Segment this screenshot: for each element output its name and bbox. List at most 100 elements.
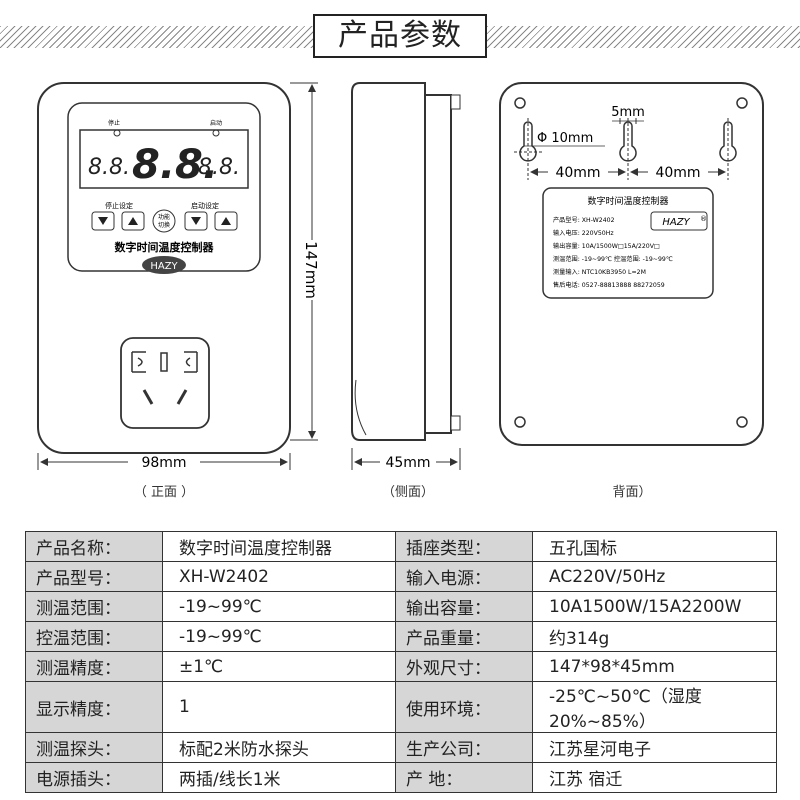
side-body-outline: [351, 82, 426, 441]
spec-key: 电源插头：: [25, 762, 163, 793]
caption-front: （ 正面 ）: [133, 485, 195, 500]
dim-depth: 45mm: [385, 455, 430, 471]
down-arrow-icon: [98, 217, 108, 225]
back-brand-text: HAZY: [662, 217, 690, 228]
led-stop-indicator: [113, 129, 121, 137]
spec-value: 五孔国标: [532, 531, 777, 562]
page-title: 产品参数: [313, 14, 487, 58]
side-tab-bottom: [450, 415, 461, 431]
spec-value: ±1℃: [162, 651, 396, 682]
led-label-start: 启动: [210, 119, 222, 127]
function-switch-label-2: 切换: [158, 221, 170, 229]
display-digits-right: 8.8.: [198, 155, 240, 180]
screw-hole: [514, 97, 526, 109]
screw-hole: [736, 97, 748, 109]
back-label-title: 数字时间温度控制器: [587, 195, 668, 207]
back-label-line: 售后电话: 0527-88813888 88272059: [553, 281, 665, 289]
spec-value: -25℃~50℃（湿度20%~85%）: [532, 681, 777, 733]
spec-value: -19~99℃: [162, 621, 396, 652]
spec-key: 产品重量：: [395, 621, 533, 652]
spec-value: XH-W2402: [162, 561, 396, 592]
socket-ground-slot-icon: [160, 352, 168, 372]
function-switch-button: [152, 209, 176, 233]
back-label-line: 输出容量: 10A/1500W□15A/220V□: [553, 242, 660, 250]
spec-key: 测温探头：: [25, 732, 163, 763]
spec-value: 标配2米防水探头: [162, 732, 396, 763]
down-arrow-icon: [191, 217, 201, 225]
back-view: Φ 10mm 5mm 40mm 40mm 数字时间温度控制器 HAZY ® 产品…: [499, 82, 764, 446]
up-arrow-icon: [221, 217, 231, 225]
socket-pin-right-icon: [176, 389, 188, 405]
back-label-line: 输入电压: 220V50Hz: [553, 229, 614, 237]
svg-text:®: ®: [700, 215, 707, 223]
back-label-line: 产品型号: XH-W2402: [553, 216, 615, 224]
side-tab-top: [450, 94, 461, 110]
spec-value: 江苏星河电子: [532, 732, 777, 763]
spec-key: 控温范围：: [25, 621, 163, 652]
caption-back: 背面）: [612, 485, 652, 500]
spec-key: 测温精度：: [25, 651, 163, 682]
up-arrow-icon: [128, 217, 138, 225]
display-digits-main: 8.8.: [132, 142, 218, 188]
dim-width: 98mm: [141, 455, 186, 471]
spec-key: 输出容量：: [395, 591, 533, 622]
stop-setting-label: 停止设定: [105, 201, 133, 210]
spec-key: 生产公司：: [395, 732, 533, 763]
spec-row: 电源插头：两插/线长1米产 地：江苏 宿迁: [25, 762, 777, 793]
spec-key: 外观尺寸：: [395, 651, 533, 682]
side-back-plate: [424, 94, 452, 434]
spec-key: 产 地：: [395, 762, 533, 793]
spec-key: 输入电源：: [395, 561, 533, 592]
front-view: 停止 启动 8.8. 8.8. 8.8. 停止设定 启动设定 功能 切换 数字时…: [37, 82, 320, 471]
dim-hole: Φ 10mm: [537, 131, 593, 146]
spec-key: 产品名称：: [25, 531, 163, 562]
led-label-stop: 停止: [108, 119, 120, 127]
screw-hole: [514, 416, 526, 428]
spec-key: 测温范围：: [25, 591, 163, 622]
caption-side: （侧面）: [381, 485, 434, 500]
spec-row: 测温探头：标配2米防水探头生产公司：江苏星河电子: [25, 732, 777, 763]
header-hatch-left: [0, 26, 313, 48]
socket-slot-right-icon: [184, 351, 198, 373]
spec-value: 1: [162, 681, 396, 733]
spec-key: 使用环境：: [395, 681, 533, 733]
lcd-display: [79, 129, 249, 189]
keyhole-slot-right: [719, 121, 737, 162]
socket-pin-left-icon: [142, 389, 154, 405]
dim-right-spacing: 40mm: [655, 165, 700, 181]
back-brand-box: [650, 211, 708, 231]
screw-hole: [736, 416, 748, 428]
spec-value: 147*98*45mm: [532, 651, 777, 682]
brand-logo-text: HAZY: [150, 261, 178, 272]
spec-value: -19~99℃: [162, 591, 396, 622]
spec-row: 产品名称：数字时间温度控制器插座类型：五孔国标: [25, 531, 777, 562]
spec-value: 数字时间温度控制器: [162, 531, 396, 562]
dim-height: 147mm: [302, 241, 320, 299]
spec-value: 约314g: [532, 621, 777, 652]
back-label-line: 测温范围: -19~99℃ 控温范围: -19~99℃: [553, 255, 673, 263]
spec-key: 插座类型：: [395, 531, 533, 562]
front-product-name: 数字时间温度控制器: [115, 240, 215, 254]
display-digits-left: 8.8.: [88, 155, 130, 180]
function-switch-label-1: 功能: [158, 213, 170, 221]
spec-value: 10A1500W/15A2200W: [532, 591, 777, 622]
header-hatch-right: [487, 26, 800, 48]
socket-slot-left-icon: [131, 351, 146, 373]
keyhole-slot-middle: [619, 121, 637, 162]
spec-value: 两插/线长1米: [162, 762, 396, 793]
back-label-line: 测量输入: NTC10KB3950 L=2M: [553, 268, 646, 276]
spec-key: 产品型号：: [25, 561, 163, 592]
spec-value: AC220V/50Hz: [532, 561, 777, 592]
side-view: 45mm: [351, 82, 461, 471]
dim-slot: 5mm: [611, 105, 645, 120]
led-start-indicator: [212, 129, 220, 137]
product-drawings: 停止 启动 8.8. 8.8. 8.8. 停止设定 启动设定 功能 切换 数字时…: [37, 82, 764, 471]
spec-value: 江苏 宿迁: [532, 762, 777, 793]
spec-key: 显示精度：: [25, 681, 163, 733]
start-setting-label: 启动设定: [191, 201, 219, 210]
